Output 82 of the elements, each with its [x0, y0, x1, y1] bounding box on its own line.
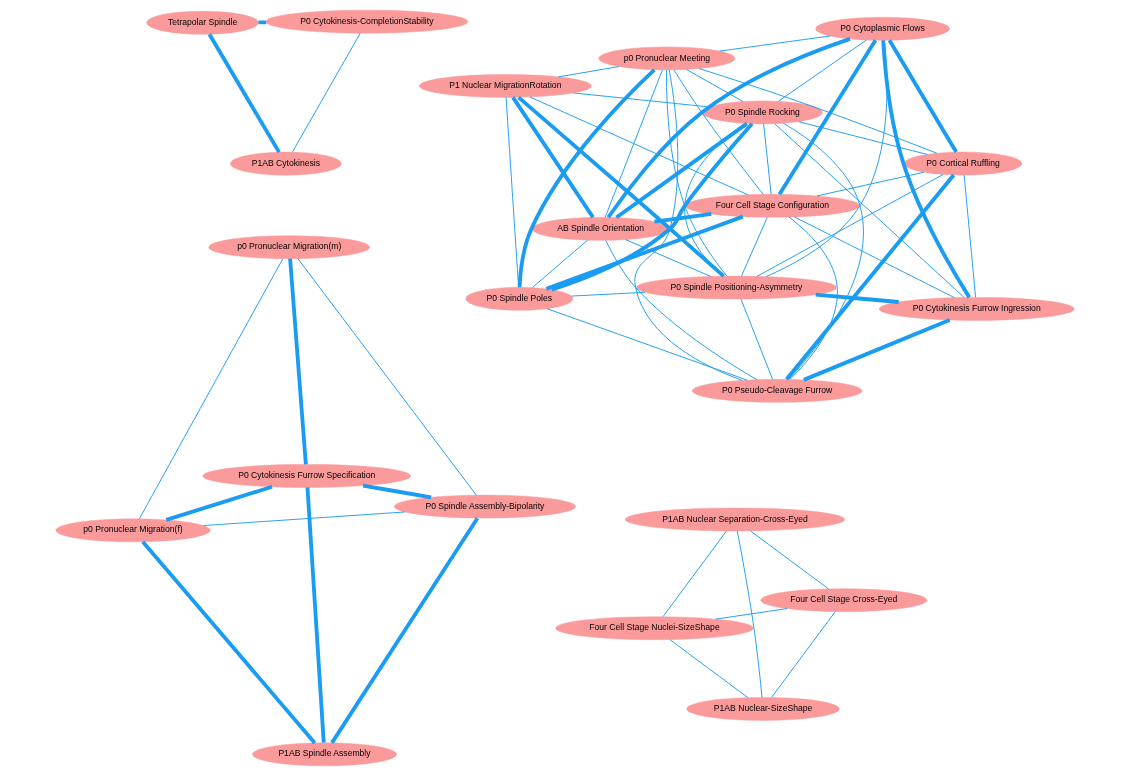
node-ellipse: P0 Pseudo-Cleavage Furrow — [691, 379, 862, 403]
connector — [624, 239, 711, 277]
node-ellipse: P0 Cytokinesis Furrow Specification — [202, 464, 411, 488]
connector — [773, 123, 965, 298]
node-ellipse: P0 Spindle Assembly-Bipolarity — [393, 494, 576, 519]
node-ellipse: P0 Cytokinesis-CompletionStability — [265, 9, 468, 34]
connector — [815, 292, 899, 304]
node-ellipse: P0 Spindle Poles — [465, 287, 573, 311]
node-ellipse: p0 Pronuclear Migration(f) — [55, 518, 210, 543]
connector — [736, 530, 762, 698]
connector — [165, 484, 273, 522]
connector — [777, 39, 867, 102]
connector — [296, 258, 477, 496]
connector — [202, 511, 405, 527]
connector — [604, 239, 757, 381]
connector — [633, 69, 743, 381]
node-ellipse: p0 Pronuclear Meeting — [598, 46, 735, 71]
connector — [545, 214, 743, 291]
connector — [963, 174, 976, 298]
connector — [756, 174, 944, 277]
node-ellipse: P1AB Spindle Assembly — [251, 742, 397, 767]
connector — [740, 298, 773, 380]
node-ellipse: P0 Spindle Positioning-Asymmetry — [635, 275, 837, 300]
connector — [765, 39, 887, 277]
connector — [550, 122, 754, 292]
connector — [531, 239, 588, 288]
connector — [305, 487, 326, 743]
connector — [572, 92, 710, 108]
node-ellipse: P0 Cytoplasmic Flows — [814, 17, 950, 41]
connector — [138, 258, 283, 520]
connector — [291, 32, 361, 153]
connector — [287, 258, 308, 465]
connector — [606, 37, 851, 219]
connector — [517, 68, 656, 288]
connector — [516, 95, 725, 278]
node-ellipse: Four Cell Stage Cross-Eyed — [760, 588, 927, 612]
connector — [887, 39, 958, 154]
connector — [718, 35, 831, 52]
node-ellipse: P0 Spindle Rocking — [701, 100, 823, 125]
connector — [673, 69, 764, 195]
connector — [740, 216, 768, 277]
connector — [207, 33, 281, 154]
connector — [362, 483, 431, 500]
node-ellipse: Tetrapolar Spindle — [145, 11, 259, 35]
connector — [685, 69, 744, 102]
node-ellipse: P0 Cortical Ruffling — [903, 151, 1022, 176]
node-ellipse: P0 Cytokinesis Furrow Ingression — [878, 297, 1074, 321]
node-ellipse: P1AB Nuclear Separation-Cross-Eyed — [624, 507, 845, 532]
node-ellipse: P1AB Cytokinesis — [229, 151, 341, 176]
connector — [714, 608, 788, 620]
connector — [257, 20, 266, 25]
connector — [802, 318, 950, 382]
connector — [570, 291, 645, 297]
connector — [614, 122, 748, 220]
connector — [329, 517, 479, 744]
connector — [793, 216, 955, 299]
connector — [788, 216, 838, 380]
connector — [510, 96, 595, 219]
connector — [816, 171, 924, 197]
connector — [782, 122, 864, 380]
connector — [762, 123, 772, 195]
connector — [528, 96, 748, 196]
connector — [140, 540, 316, 745]
node-ellipse: AB Spindle Orientation — [531, 217, 670, 241]
connector — [749, 530, 829, 590]
connector — [784, 173, 955, 381]
connector — [653, 212, 712, 224]
connector — [797, 121, 928, 155]
connector — [668, 639, 748, 699]
node-ellipse: Four Cell Stage Configuration — [684, 194, 860, 218]
connector — [662, 530, 727, 618]
node-ellipse: P1 Nuclear MigrationRotation — [418, 74, 591, 98]
connector — [604, 69, 663, 218]
node-ellipse: Four Cell Stage Nuclei-SizeShape — [555, 616, 753, 640]
connector — [546, 308, 747, 381]
connector — [777, 39, 877, 196]
node-ellipse: p0 Pronuclear Migration(m) — [208, 235, 370, 259]
connector — [557, 66, 619, 78]
connector — [770, 611, 836, 698]
connector — [665, 69, 727, 277]
connector — [880, 40, 971, 299]
node-ellipse: P1AB Nuclear-SizeShape — [686, 697, 840, 721]
